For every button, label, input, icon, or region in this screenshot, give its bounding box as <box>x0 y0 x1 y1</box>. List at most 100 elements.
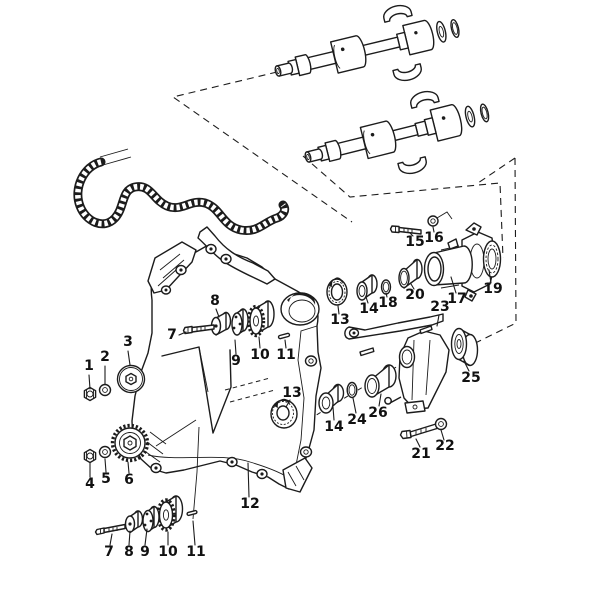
oring-24 <box>346 381 358 399</box>
leader-line-16-19 <box>432 226 435 233</box>
bolt-7-upper <box>182 324 215 335</box>
part-label-6-5: 6 <box>124 472 134 488</box>
washer-2 <box>98 383 112 397</box>
leader-line-9-8 <box>234 339 237 355</box>
bearing-shell <box>392 63 422 82</box>
leader-line-1-0 <box>88 374 91 390</box>
part-label-22-27: 22 <box>435 438 454 454</box>
part-label-7-6: 7 <box>167 327 177 343</box>
part-label-9-30: 9 <box>140 544 150 560</box>
leader-line-5-4 <box>104 458 107 473</box>
bearing-shell <box>383 4 413 23</box>
leader-line-10-9 <box>258 336 261 349</box>
leader-line-6-5 <box>127 461 130 474</box>
nut-1 <box>83 386 97 402</box>
part-label-10-9: 10 <box>250 347 270 363</box>
leader-line-25-21 <box>463 360 470 372</box>
part-label-15-18: 15 <box>405 234 424 250</box>
leader-line-12-11 <box>247 462 250 498</box>
part-label-24-24: 24 <box>347 412 367 428</box>
part-label-9-8: 9 <box>231 353 241 369</box>
hub-8-lower <box>124 510 144 534</box>
part-label-5-4: 5 <box>101 471 111 487</box>
part-label-18-14: 18 <box>378 295 397 311</box>
part-label-4-3: 4 <box>85 476 95 492</box>
bolt-15 <box>389 225 422 235</box>
washer-5 <box>98 445 112 459</box>
sprocket-10-lower <box>156 495 184 532</box>
part-label-16-19: 16 <box>424 230 443 246</box>
leader-line-9-30 <box>144 528 148 546</box>
part-label-8-7: 8 <box>210 293 220 309</box>
leader-line-20-15 <box>410 283 415 290</box>
part-label-14-23: 14 <box>324 419 344 435</box>
part-label-13-22: 13 <box>282 385 301 401</box>
bushing-14-upper <box>356 274 378 301</box>
woodruff-key-11-lower <box>186 509 198 517</box>
camshaft-lower <box>304 90 490 175</box>
bracket-group <box>318 313 479 440</box>
part-label-10-31: 10 <box>158 544 178 560</box>
leader-line-3-2 <box>127 350 131 366</box>
part-label-1-0: 1 <box>84 358 94 374</box>
bracket-23 <box>344 313 450 414</box>
bearing-shell <box>410 90 440 109</box>
leader-line-11-32 <box>192 520 196 546</box>
woodruff-key-11-upper <box>277 332 291 340</box>
water-pump-group <box>389 211 502 302</box>
upper-seal-row <box>326 258 423 306</box>
tensioner-roller <box>116 364 146 394</box>
bearing-shell <box>397 156 427 175</box>
leader-line-26-25 <box>378 393 382 407</box>
pump-barrel-17 <box>423 238 473 289</box>
part-label-14-13: 14 <box>359 301 379 317</box>
crank-sprocket <box>110 423 150 463</box>
seal-13-upper <box>326 277 348 306</box>
flange-plate-9-upper <box>231 308 249 336</box>
timing-chain <box>73 148 290 235</box>
leader-line-7-28 <box>109 533 113 546</box>
part-label-11-10: 11 <box>276 347 295 363</box>
part-label-23-20: 23 <box>430 299 449 315</box>
leader-line-7-6 <box>178 331 187 336</box>
part-label-20-15: 20 <box>405 287 425 303</box>
bushing-20 <box>398 258 423 289</box>
pulley-25 <box>450 327 479 367</box>
part-label-17-16: 17 <box>447 291 466 307</box>
flange-plate-9-lower <box>142 505 160 533</box>
leader-line-11-10 <box>284 339 287 349</box>
part-label-11-32: 11 <box>186 544 205 560</box>
leader-line-13-22 <box>285 399 291 408</box>
part-label-13-12: 13 <box>330 312 349 328</box>
bolt-7-lower <box>94 523 126 536</box>
part-label-7-28: 7 <box>104 544 114 560</box>
part-label-21-26: 21 <box>411 446 430 462</box>
leader-line-8-7 <box>215 308 220 318</box>
nut-4 <box>83 448 97 464</box>
washer-22 <box>434 417 448 431</box>
upper-sprocket-parts <box>182 300 291 340</box>
leader-line-21-26 <box>415 438 421 448</box>
part-label-3-2: 3 <box>123 334 133 350</box>
washer-16 <box>427 211 453 227</box>
leader-line-14-23 <box>332 406 335 421</box>
bolt-21 <box>399 423 438 440</box>
part-label-12-11: 12 <box>240 496 259 512</box>
bushing-14-lower <box>318 383 345 414</box>
part-label-25-21: 25 <box>461 370 480 386</box>
bushing-26 <box>364 364 397 398</box>
part-label-2-1: 2 <box>100 349 110 365</box>
part-label-26-25: 26 <box>368 405 387 421</box>
leader-line-14-13 <box>365 296 369 304</box>
oring-18 <box>380 279 392 295</box>
seal-19 <box>482 240 502 278</box>
part-label-19-17: 19 <box>483 281 502 297</box>
leader-line-18-14 <box>385 292 388 298</box>
left-fasteners <box>83 383 112 464</box>
lower-sprocket-parts <box>94 426 200 536</box>
leader-line-15-18 <box>409 232 414 237</box>
part-label-8-29: 8 <box>124 544 134 560</box>
